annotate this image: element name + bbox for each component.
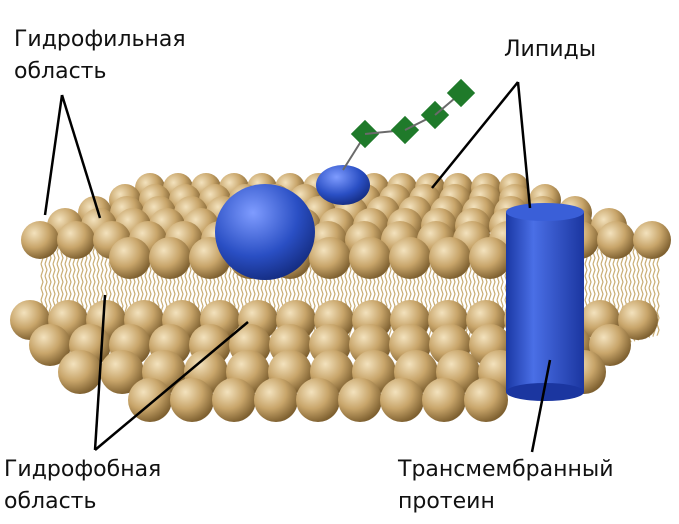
lipid-head xyxy=(422,378,466,422)
hydrophilic-label-line2: область xyxy=(14,58,106,86)
lipid-head xyxy=(464,378,508,422)
lipid-head xyxy=(389,237,431,279)
lipid-head xyxy=(380,378,424,422)
lipids-label: Липиды xyxy=(504,36,596,64)
lipid-head xyxy=(212,378,256,422)
glycan-chain xyxy=(351,79,475,148)
globular-protein-large xyxy=(215,184,315,280)
lipid-head xyxy=(633,221,671,259)
lipid-head xyxy=(109,237,151,279)
lipid-head xyxy=(254,378,298,422)
lipid-head xyxy=(338,378,382,422)
globular-protein-small xyxy=(316,165,370,205)
hydrophobic-label-line2: область xyxy=(4,488,96,516)
lipid-head xyxy=(296,378,340,422)
hydrophobic-label-line1: Гидрофобная xyxy=(4,456,161,484)
lipid-head xyxy=(469,237,511,279)
protein-label-line2: протеин xyxy=(398,488,495,516)
lipid-head xyxy=(57,221,95,259)
lipid-head xyxy=(58,350,102,394)
lipid-head xyxy=(349,237,391,279)
transmembrane-protein xyxy=(506,203,584,401)
lipid-head xyxy=(149,237,191,279)
hydrophilic-label-line1: Гидрофильная xyxy=(14,26,186,54)
protein-label-line1: Трансмембранный xyxy=(398,456,614,484)
lipid-head xyxy=(21,221,59,259)
lipid-head xyxy=(309,237,351,279)
lipid-head xyxy=(597,221,635,259)
lipid-head xyxy=(170,378,214,422)
lipid-head xyxy=(429,237,471,279)
